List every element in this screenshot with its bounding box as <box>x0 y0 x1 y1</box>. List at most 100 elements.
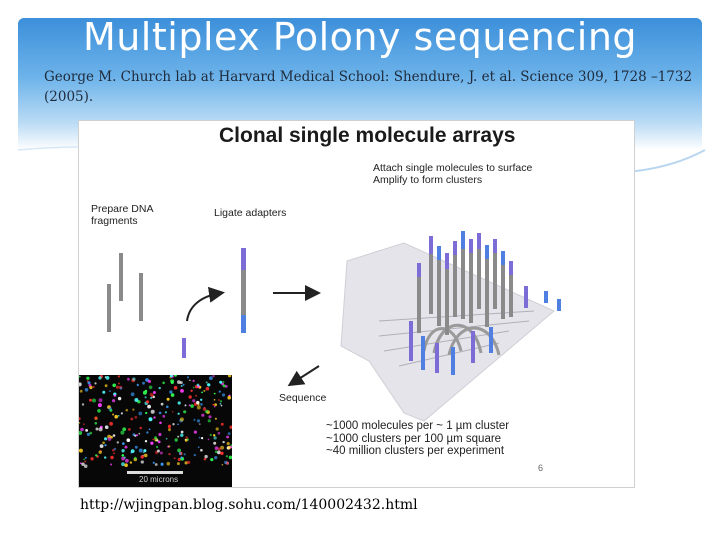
polony-dot <box>165 437 168 440</box>
polony-dot <box>201 413 205 417</box>
polony-dot <box>92 386 95 388</box>
polony-dot <box>127 377 130 381</box>
polony-dot <box>214 456 218 460</box>
polony-dot <box>180 456 183 459</box>
polony-dot <box>180 389 184 393</box>
polony-dot <box>193 430 197 434</box>
cluster-surface-icon <box>340 231 561 422</box>
polony-dot <box>162 381 165 385</box>
polony-dot <box>200 448 203 452</box>
polony-dot <box>190 404 194 408</box>
polony-dot <box>204 454 208 459</box>
polony-dot <box>110 463 113 466</box>
polony-dot <box>132 377 136 381</box>
polony-dot <box>118 382 120 385</box>
stat-line: ~40 million clusters per experiment <box>326 445 505 457</box>
polony-dot <box>174 438 178 442</box>
polony-dot <box>98 376 102 380</box>
polony-dot <box>220 451 224 455</box>
polony-dot <box>213 436 217 440</box>
polony-dot <box>154 463 158 466</box>
polony-dot <box>156 439 159 442</box>
polony-dot <box>217 431 221 435</box>
polony-dot <box>146 431 149 434</box>
polony-dot <box>184 404 187 407</box>
polony-dot <box>176 462 180 466</box>
polony-dot <box>220 404 223 407</box>
polony-dot <box>224 460 228 465</box>
polony-dot <box>104 437 108 441</box>
polony-dot <box>221 464 224 466</box>
polony-dot <box>170 379 174 383</box>
polony-dot <box>212 375 215 378</box>
polony-dot <box>157 440 161 444</box>
polony-dot <box>125 408 129 412</box>
polony-dot <box>142 451 145 454</box>
polony-dot <box>168 428 171 432</box>
polony-dot <box>88 383 92 387</box>
polony-dot <box>153 416 156 419</box>
polony-dot <box>152 391 156 394</box>
polony-dot <box>134 398 139 402</box>
polony-dot <box>116 441 119 444</box>
polony-dot <box>145 411 148 415</box>
polony-dot <box>196 419 201 423</box>
polony-dot <box>104 456 107 459</box>
polony-dot <box>130 449 135 453</box>
polony-dot <box>89 398 92 402</box>
polony-dot <box>113 452 115 455</box>
polony-dot <box>79 417 81 420</box>
polony-dot <box>166 397 170 401</box>
curved-arrow-icon <box>186 286 225 322</box>
polony-dot <box>95 454 98 457</box>
polony-dot <box>213 398 216 401</box>
polony-dot <box>230 444 232 447</box>
polony-dot <box>154 439 157 442</box>
polony-dot <box>140 455 144 459</box>
polony-dot <box>144 440 148 443</box>
polony-dot <box>201 437 204 440</box>
figure-panel: Clonal single molecule arrays Prepare DN… <box>78 120 635 488</box>
polony-dot <box>144 396 147 399</box>
polony-dot <box>85 429 88 432</box>
polony-dot <box>134 445 138 449</box>
polony-dot <box>147 379 151 383</box>
label-attach-amplify: Attach single molecules to surface Ampli… <box>373 162 533 186</box>
polony-dot <box>150 409 155 414</box>
polony-dot <box>174 375 177 377</box>
polony-dot <box>87 381 91 385</box>
polony-dot <box>207 438 210 441</box>
polony-dot <box>79 389 83 393</box>
polony-dot <box>89 431 93 435</box>
polony-dot <box>169 375 173 378</box>
polony-dot <box>177 412 180 415</box>
polony-dot <box>201 391 203 394</box>
polony-dot <box>109 390 111 392</box>
stat-line: ~1000 molecules per ~ 1 µm cluster <box>326 420 510 432</box>
polony-dot <box>138 432 141 435</box>
polony-dot <box>120 430 125 435</box>
polony-dot <box>184 461 188 465</box>
polony-dot <box>126 438 131 442</box>
polony-dot <box>187 460 191 464</box>
polony-dot <box>114 414 118 419</box>
polony-dot <box>217 447 221 451</box>
polony-dot <box>198 436 201 439</box>
polony-dot <box>79 422 81 424</box>
polony-dot <box>222 380 225 383</box>
polony-dot <box>124 463 128 467</box>
polony-dot <box>203 457 207 461</box>
polony-dot <box>209 433 212 437</box>
polony-dot <box>229 425 232 429</box>
polony-dot <box>120 412 123 415</box>
polony-dot <box>142 381 145 385</box>
polony-dot <box>92 398 96 403</box>
polony-dot <box>79 431 83 435</box>
polony-dot <box>152 395 155 399</box>
polony-dot <box>149 392 153 397</box>
polony-dot <box>83 423 85 426</box>
polony-dot <box>212 403 215 406</box>
polony-dot <box>177 423 179 426</box>
polony-dot <box>128 428 131 431</box>
polony-dot <box>227 395 231 400</box>
